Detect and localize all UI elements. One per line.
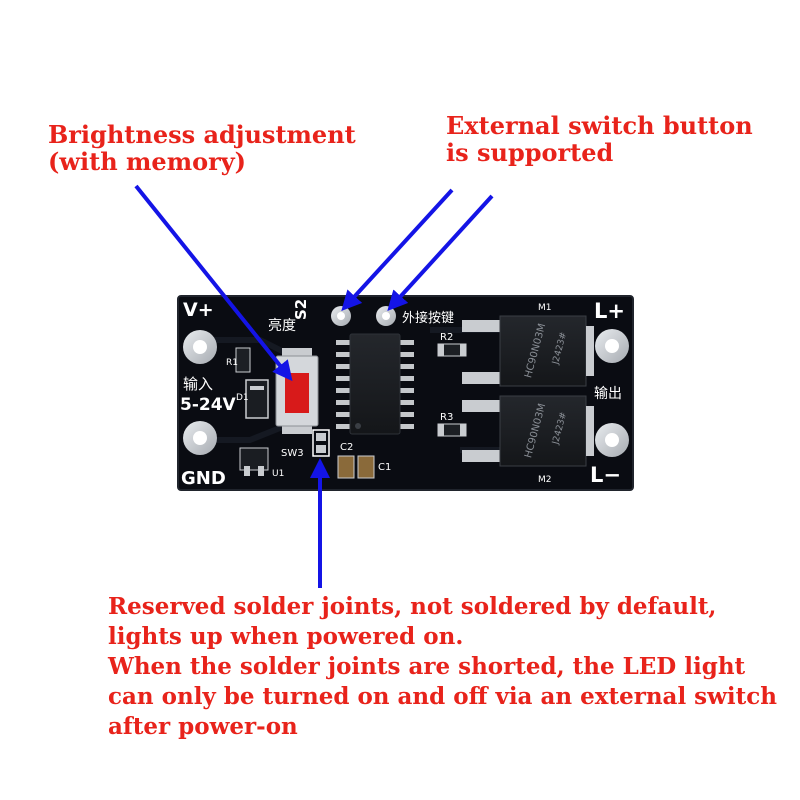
label-c2: C2	[340, 442, 353, 453]
label-input-range: 5-24V	[180, 395, 237, 415]
label-d1: D1	[236, 393, 249, 403]
pad-external-switch-2	[376, 306, 396, 326]
arrow-external-2	[387, 194, 494, 311]
external-switch-callout: External switch button is supported	[446, 111, 753, 167]
resistor-r2	[437, 343, 467, 357]
solder-joint-callout: Reserved solder joints, not soldered by …	[108, 592, 777, 741]
brightness-callout: Brightness adjustment (with memory)	[48, 120, 356, 176]
solder-callout-line-3: When the solder joints are shorted, the …	[108, 652, 746, 680]
reserved-solder-joints	[312, 429, 330, 457]
regulator-u1	[239, 447, 269, 476]
label-m2: M2	[538, 475, 552, 485]
brightness-callout-line-2: (with memory)	[48, 146, 247, 176]
label-c1: C1	[378, 462, 391, 473]
label-brightness-cn: 亮度	[268, 317, 296, 334]
label-u1: U1	[272, 469, 284, 479]
label-v-plus: V+	[183, 299, 214, 321]
label-l-plus: L+	[594, 299, 625, 323]
label-l-minus: L−	[590, 463, 621, 487]
solder-callout-line-2: lights up when powered on.	[108, 622, 464, 650]
pad-l-plus	[595, 329, 629, 363]
label-r2: R2	[440, 332, 453, 343]
label-gnd: GND	[181, 468, 226, 489]
mosfet-m1	[462, 315, 594, 387]
external-switch-callout-line-1: External switch button	[446, 111, 753, 140]
main-ic-chip	[336, 333, 414, 435]
brightness-button	[275, 348, 319, 434]
capacitor-c1	[357, 455, 375, 479]
pad-v-plus	[183, 330, 217, 364]
callout-arrows	[134, 184, 494, 588]
brightness-callout-line-1: Brightness adjustment	[48, 120, 356, 149]
solder-callout-line-4: can only be turned on and off via an ext…	[108, 682, 778, 710]
diode-d1	[245, 379, 269, 419]
pad-external-switch-1	[331, 306, 351, 326]
solder-callout-line-1: Reserved solder joints, not soldered by …	[108, 593, 717, 620]
label-r3: R3	[440, 412, 453, 423]
resistor-r1	[235, 347, 251, 373]
mosfet-m2	[462, 395, 594, 467]
label-m1: M1	[538, 303, 552, 313]
external-switch-callout-line-2: is supported	[446, 137, 614, 167]
resistor-r3	[437, 423, 467, 437]
label-external-cn: 外接按键	[402, 310, 454, 326]
pad-l-minus	[595, 423, 629, 457]
capacitor-c2	[337, 455, 355, 479]
arrow-brightness	[134, 184, 293, 382]
label-output-cn: 输出	[594, 386, 622, 402]
label-input-cn: 输入	[183, 375, 213, 393]
arrow-external-1	[341, 188, 454, 311]
pad-gnd	[183, 421, 217, 455]
label-s2: S2	[292, 299, 310, 320]
solder-callout-line-5: after power-on	[108, 712, 298, 740]
label-r1: R1	[226, 358, 238, 368]
label-sw3: SW3	[281, 448, 304, 459]
